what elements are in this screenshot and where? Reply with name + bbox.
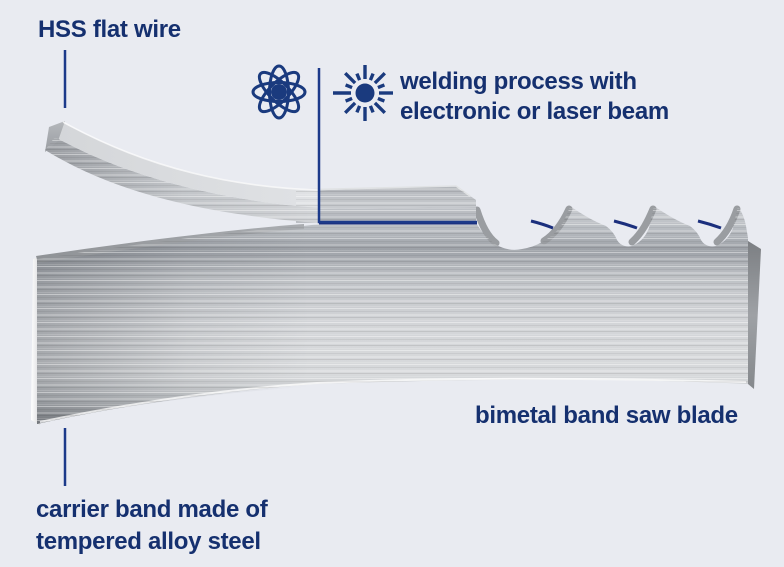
tooth-facet [473, 206, 500, 247]
hss-flat-wire-label: HSS flat wire [38, 16, 181, 43]
bimetal-band-saw-blade-label: bimetal band saw blade [475, 402, 738, 429]
tooth-facet [713, 205, 741, 246]
tooth-facet [540, 205, 573, 245]
welding-pointer-line [317, 68, 477, 224]
weld-seam-segment [613, 219, 638, 230]
weld-seam-segment [530, 219, 554, 230]
weld-seam-segment [697, 219, 722, 230]
tooth-facet [628, 205, 657, 246]
atom-icon [251, 64, 307, 120]
welding-process-label-line2: electronic or laser beam [400, 98, 669, 125]
band-right-end-face [748, 241, 761, 389]
welding-process-label-line1: welding process with [399, 68, 637, 95]
carrier-band-label-line1: carrier band made of [36, 496, 269, 523]
carrier-band-label-line2: tempered alloy steel [36, 528, 261, 555]
wire-top-face [55, 122, 320, 208]
laser-beam-icon [333, 65, 393, 121]
wire-top-highlight [62, 121, 319, 191]
